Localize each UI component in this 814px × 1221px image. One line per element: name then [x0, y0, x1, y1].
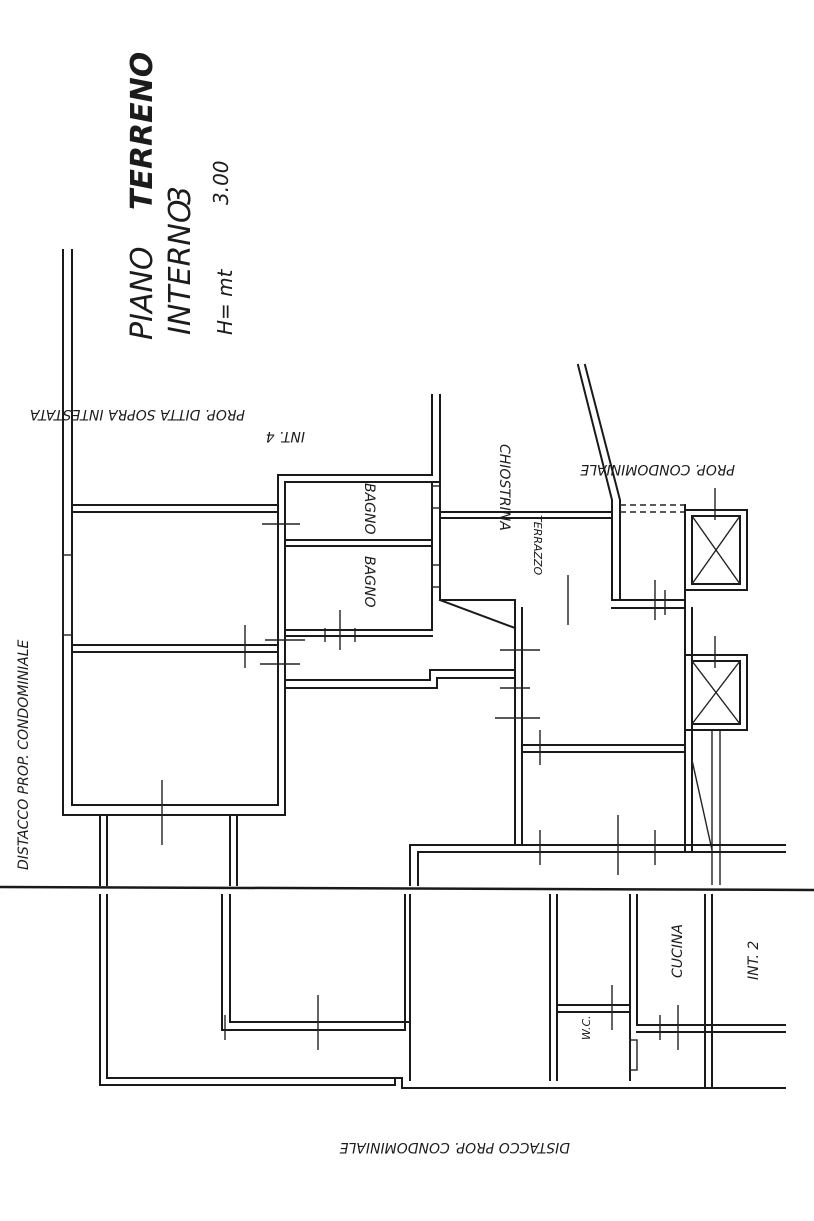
room-int2: INT. 2: [746, 941, 762, 980]
room-terrazzo: TERRAZZO: [531, 515, 544, 576]
floor-label: PIANO: [125, 246, 160, 340]
walls-corridor: [284, 598, 686, 846]
title-block: PIANO TERRENO INTERNO 3 H= mt 3.00: [125, 52, 237, 340]
door-ticks: [161, 488, 716, 1050]
walls-lower-block: [0, 814, 814, 1089]
unit-value: 3: [163, 186, 198, 205]
room-chiostrina: CHIOSTRINA: [496, 444, 512, 531]
height-label: H= mt: [213, 268, 237, 335]
boundary-left-label: DISTACCO PROP. CONDOMINIALE: [16, 639, 32, 870]
boundary-top-right-label: PROP. CONDOMINIALE: [580, 461, 735, 477]
unit-label: INTERNO: [163, 200, 198, 335]
height-value: 3.00: [209, 160, 233, 205]
boundary-bottom-label: DISTACCO PROP. CONDOMINIALE: [339, 1139, 570, 1155]
boundary-top-owner-label: PROP. DITTA SOPRA INTESTATA: [30, 406, 245, 422]
boundary-top-int-label: INT. 4: [266, 428, 305, 444]
room-cucina: CUCINA: [670, 924, 686, 978]
room-bagno-lower: BAGNO: [361, 556, 377, 608]
room-wc: W.C.: [580, 1015, 593, 1040]
walls-right-block: [439, 363, 748, 885]
floor-value: TERRENO: [125, 52, 160, 210]
walls-left-block: [62, 249, 441, 816]
room-bagno-upper: BAGNO: [361, 483, 377, 535]
